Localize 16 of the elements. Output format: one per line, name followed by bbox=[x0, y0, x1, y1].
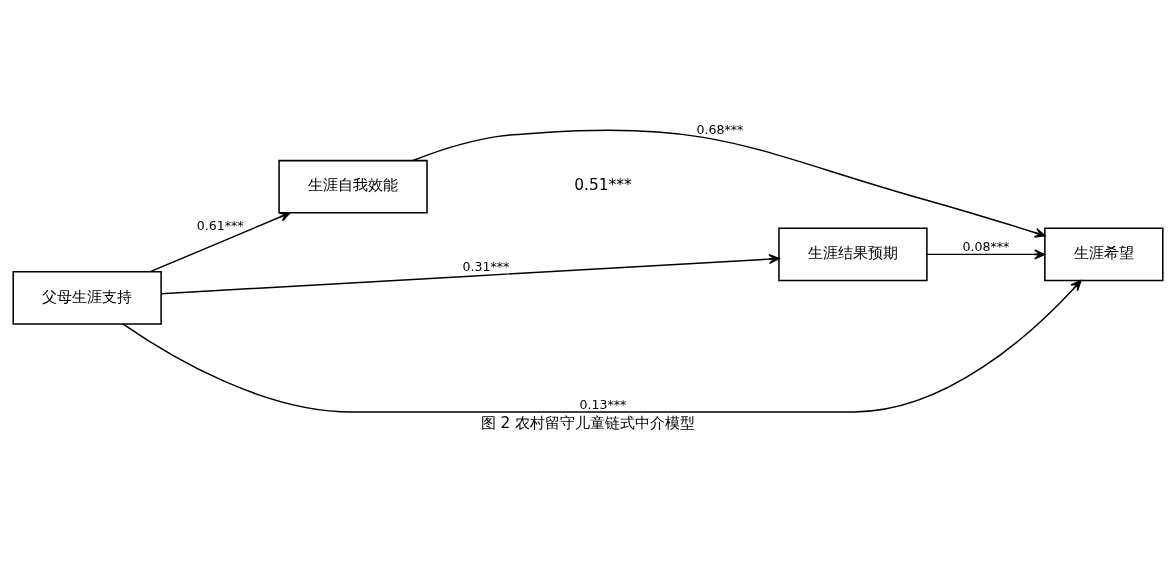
edge-label: 0.08*** bbox=[962, 238, 1010, 254]
node-box: 生涯自我效能 bbox=[278, 159, 428, 214]
arrow bbox=[122, 280, 1082, 413]
node-box: 生涯结果预期 bbox=[778, 227, 928, 282]
node-box: 生涯希望 bbox=[1044, 227, 1164, 282]
label: 0.51*** bbox=[574, 176, 632, 195]
edge-label: 0.61*** bbox=[196, 217, 244, 233]
edge-label: 0.68*** bbox=[696, 121, 744, 137]
arrow bbox=[412, 129, 1046, 238]
node-box: 父母生涯支持 bbox=[12, 271, 162, 325]
edge-label: 0.13*** bbox=[579, 396, 627, 412]
edge-label: 0.31*** bbox=[462, 259, 510, 275]
caption: 图 2 农村留守儿童链式中介模型 bbox=[480, 414, 696, 433]
arrow bbox=[149, 211, 291, 273]
arrow bbox=[926, 249, 1046, 260]
arrow bbox=[160, 254, 780, 295]
